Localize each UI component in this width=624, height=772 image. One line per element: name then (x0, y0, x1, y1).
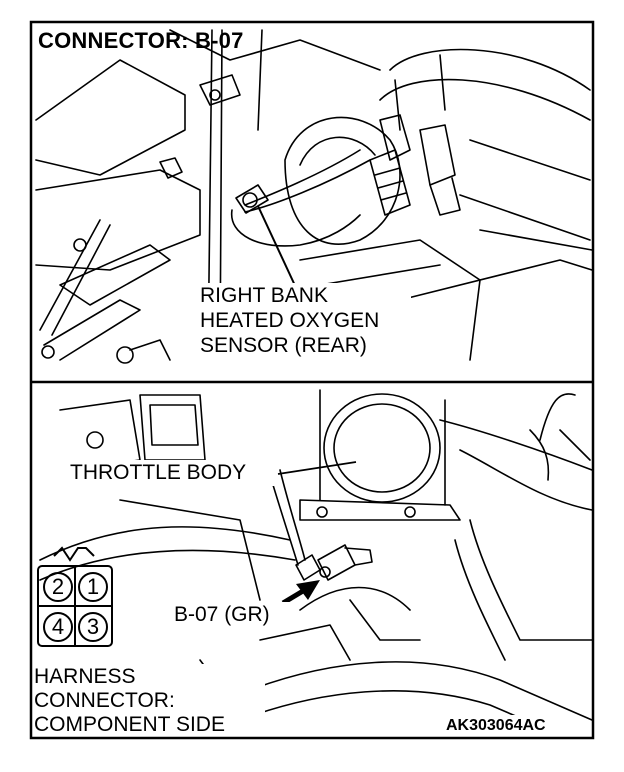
harness-label-line-1: HARNESS (34, 665, 136, 688)
page-title: CONNECTOR: B-07 (38, 28, 244, 53)
connector-label: B-07 (GR) (174, 603, 270, 626)
lower-engine-illustration (39, 389, 593, 736)
sensor-leader-line (257, 205, 299, 293)
harness-label-line-2: CONNECTOR: (34, 689, 175, 712)
outer-border (29, 20, 595, 740)
figure-code: AK303064AC (446, 717, 546, 734)
throttle-leader-line (277, 461, 357, 475)
harness-label-line-3: COMPONENT SIDE (34, 713, 225, 736)
pin-3: 3 (86, 614, 100, 639)
harness-connector-pinout (37, 546, 113, 647)
pin-2: 2 (51, 574, 65, 599)
connector-arrow (281, 580, 320, 606)
sensor-label-line-1: RIGHT BANK (200, 284, 328, 307)
sensor-label-line-3: SENSOR (REAR) (200, 334, 367, 357)
throttle-body-label: THROTTLE BODY (70, 461, 247, 484)
pin-4: 4 (51, 614, 65, 639)
sensor-label-line-2: HEATED OXYGEN (200, 309, 380, 332)
pin-1: 1 (86, 574, 100, 599)
